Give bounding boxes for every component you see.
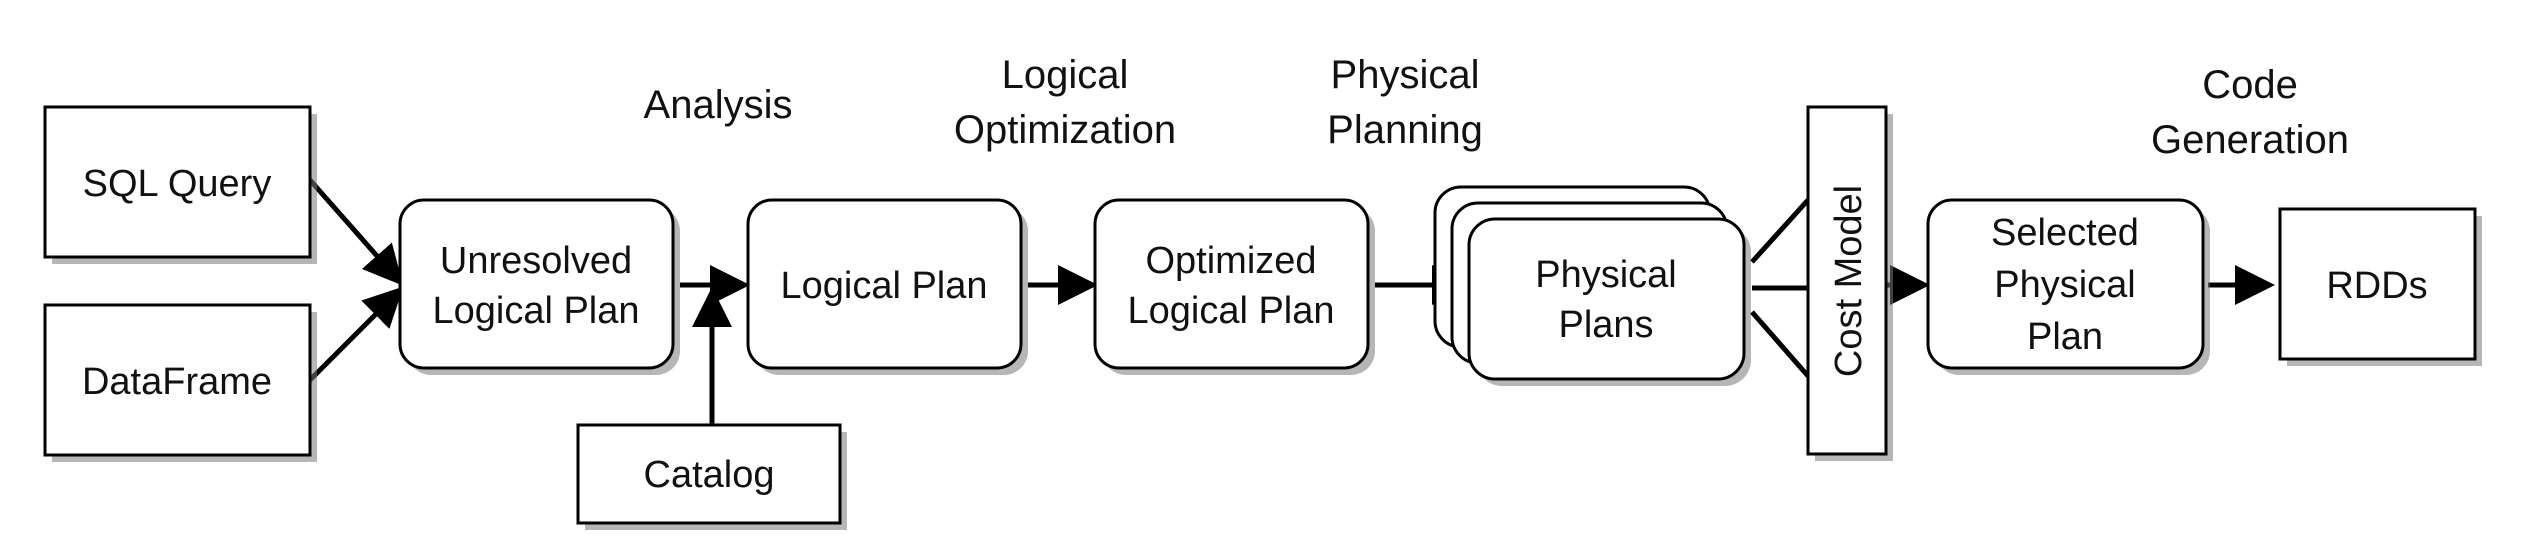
stage-logical-optimization-label-line1: Logical	[1002, 53, 1129, 97]
optimized-logical-plan-box: Optimized Logical Plan	[1093, 198, 1375, 375]
stage-code-generation-label-line1: Code	[2202, 63, 2298, 107]
edge-dataframe-to-unresolved	[308, 286, 404, 382]
stage-physical-planning-label-line1: Physical	[1331, 53, 1480, 97]
selected-label-line3: Plan	[2027, 316, 2103, 358]
logical-plan-box: Logical Plan	[746, 198, 1028, 375]
selected-label-line2: Physical	[1994, 264, 2136, 306]
sql-query-label: SQL Query	[83, 163, 272, 205]
stage-physical-planning-label-line2: Planning	[1327, 108, 1483, 152]
dataframe-label: DataFrame	[82, 361, 272, 403]
selected-label-line1: Selected	[1991, 212, 2139, 254]
edge-physical-to-costmodel-top	[1750, 198, 1810, 264]
stage-analysis-label: Analysis	[644, 83, 793, 127]
stage-logical-optimization-label-line2: Optimization	[954, 108, 1176, 152]
edge-sql-to-unresolved	[308, 178, 404, 286]
unresolved-label-line2: Logical Plan	[432, 290, 639, 332]
dataframe-box: DataFrame	[43, 303, 317, 462]
catalog-label: Catalog	[644, 454, 775, 496]
rdds-label: RDDs	[2326, 265, 2427, 307]
logical-plan-label: Logical Plan	[780, 265, 987, 307]
cost-model-label: Cost Model	[1828, 185, 1870, 377]
optimized-label-line2: Logical Plan	[1127, 290, 1334, 332]
catalog-box: Catalog	[576, 423, 847, 530]
stage-code-generation-label-line2: Generation	[2151, 118, 2349, 162]
edge-physical-to-costmodel-bottom	[1750, 310, 1810, 378]
rdds-box: RDDs	[2278, 207, 2482, 366]
selected-physical-plan-box: Selected Physical Plan	[1926, 198, 2210, 375]
edges	[308, 178, 2275, 425]
physical-plans-stack: Physical Plans	[1433, 185, 1751, 386]
physical-plans-label-line2: Plans	[1558, 304, 1653, 346]
optimized-label-line1: Optimized	[1145, 240, 1316, 282]
physical-plans-label-line1: Physical	[1535, 254, 1677, 296]
cost-model-box: Cost Model	[1806, 105, 1893, 461]
unresolved-label-line1: Unresolved	[440, 240, 632, 282]
sql-query-box: SQL Query	[43, 105, 317, 264]
unresolved-logical-plan-box: Unresolved Logical Plan	[398, 198, 680, 375]
